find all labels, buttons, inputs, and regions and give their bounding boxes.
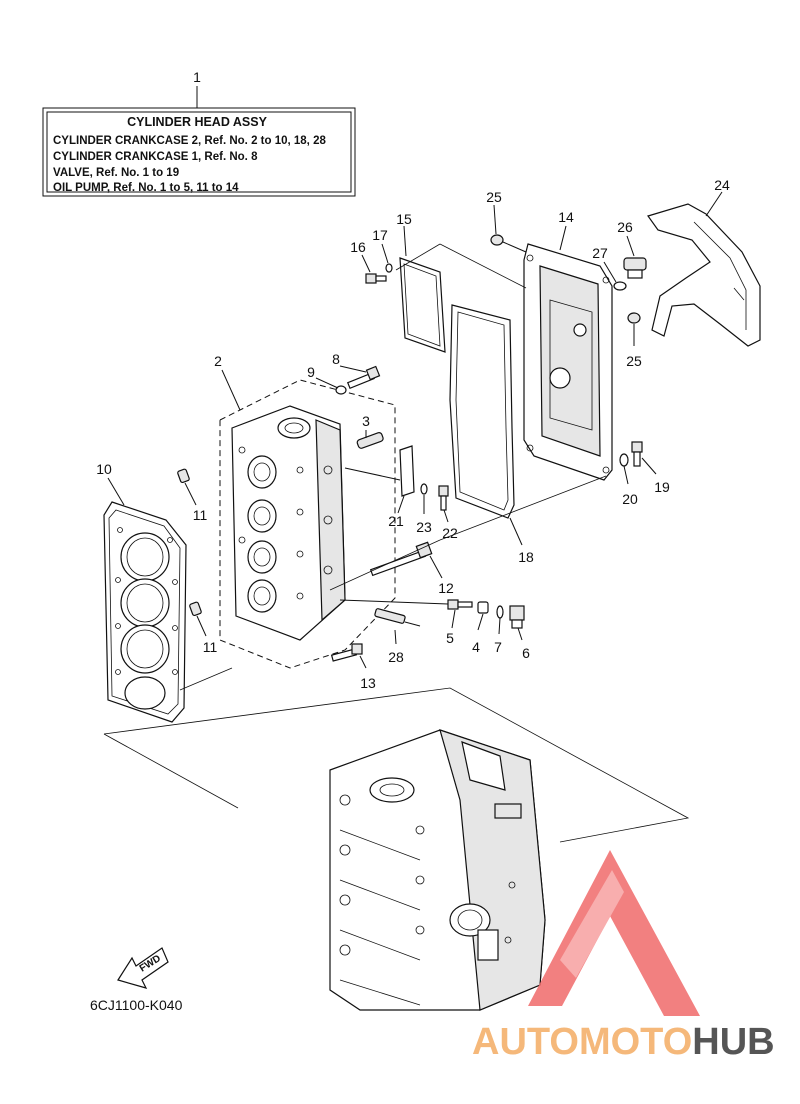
callout-11-lower: 11 xyxy=(203,639,218,655)
callout-13: 13 xyxy=(360,675,376,691)
bolt-12-part xyxy=(369,541,433,577)
callout-27: 27 xyxy=(592,245,608,261)
plug-26-part xyxy=(623,257,647,279)
callout-26: 26 xyxy=(617,219,633,235)
sensor-28-part xyxy=(374,608,421,627)
diagram-code: 6CJ1100-K040 xyxy=(90,997,183,1013)
washer-20-part xyxy=(619,453,629,467)
watermark-text: AUTOMOTOHUB xyxy=(472,1021,775,1063)
callout-20: 20 xyxy=(622,491,638,507)
callout-8: 8 xyxy=(332,351,340,367)
callout-25-lower: 25 xyxy=(626,353,642,369)
bolt-16-part xyxy=(365,273,387,284)
callout-4: 4 xyxy=(472,639,480,655)
grommet-25-upper-part xyxy=(490,234,504,246)
bolt-19-part xyxy=(631,441,643,467)
cover-15-part xyxy=(399,257,446,353)
callout-22: 22 xyxy=(442,525,458,541)
cover-24-part xyxy=(647,203,761,347)
bracket-21-part xyxy=(399,445,415,497)
callout-7: 7 xyxy=(494,639,502,655)
gasket-18-part xyxy=(449,304,515,519)
callout-2: 2 xyxy=(214,353,222,369)
watermark-part-2: HUB xyxy=(692,1021,774,1063)
oring-7-part xyxy=(496,605,504,619)
info-box: CYLINDER HEAD ASSY CYLINDER CRANKCASE 2,… xyxy=(42,86,356,197)
info-box-line-3: VALVE, Ref. No. 1 to 19 xyxy=(53,167,179,179)
bolt-22-part xyxy=(438,485,449,511)
watermark-logo-icon xyxy=(528,850,700,1016)
callout-16: 16 xyxy=(350,239,366,255)
callout-17: 17 xyxy=(372,227,388,243)
callout-23: 23 xyxy=(416,519,432,535)
callout-12: 12 xyxy=(438,580,454,596)
callout-10: 10 xyxy=(96,461,112,477)
callout-19: 19 xyxy=(654,479,670,495)
bolt-8-part xyxy=(346,365,381,390)
callout-6: 6 xyxy=(522,645,530,661)
oring-27-part xyxy=(613,281,627,291)
collar-4-part xyxy=(477,601,489,614)
callout-25-upper: 25 xyxy=(486,189,502,205)
cylinder-head-part xyxy=(219,379,396,669)
grommet-25-lower-part xyxy=(627,312,641,324)
plug-6-part xyxy=(509,605,525,629)
callout-5: 5 xyxy=(446,630,454,646)
fwd-arrow-icon: FWD xyxy=(117,947,169,989)
info-box-line-4: OIL PUMP, Ref. No. 1 to 5, 11 to 14 xyxy=(53,182,239,194)
callout-21: 21 xyxy=(388,513,404,529)
info-box-line-2: CYLINDER CRANKCASE 1, Ref. No. 8 xyxy=(53,151,258,163)
washer-17-part xyxy=(385,263,393,273)
exhaust-cover-14-part xyxy=(523,243,613,481)
head-gasket-part xyxy=(103,501,187,723)
callout-14: 14 xyxy=(558,209,574,225)
callout-15: 15 xyxy=(396,211,412,227)
pipe-3-part xyxy=(356,432,384,449)
crankcase-block-part xyxy=(103,687,690,1011)
callout-3: 3 xyxy=(362,413,370,429)
bolt-5-part xyxy=(447,599,473,610)
callout-1: 1 xyxy=(193,69,201,85)
callout-18: 18 xyxy=(518,549,534,565)
bolt-13-part xyxy=(330,643,363,662)
callout-28: 28 xyxy=(388,649,404,665)
callout-24: 24 xyxy=(714,177,730,193)
callout-11-upper: 11 xyxy=(193,507,208,523)
info-box-line-1: CYLINDER CRANKCASE 2, Ref. No. 2 to 10, … xyxy=(53,135,326,147)
watermark-part-1: AUTOMOTO xyxy=(472,1021,692,1063)
washer-23-part xyxy=(420,483,428,495)
info-box-title: CYLINDER HEAD ASSY xyxy=(127,115,267,129)
washer-9-part xyxy=(335,385,347,395)
callout-9: 9 xyxy=(307,364,315,380)
